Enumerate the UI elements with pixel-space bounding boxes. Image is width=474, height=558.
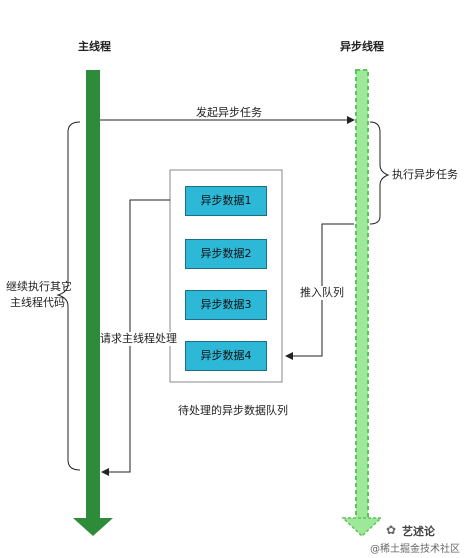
main-thread-title: 主线程 — [78, 40, 111, 53]
exec-async-brace — [369, 121, 390, 225]
queue-item: 异步数据3 — [185, 290, 267, 320]
continue-main-label-1: 继续执行其它 — [6, 280, 72, 293]
watermark-title: 艺述论 — [402, 525, 435, 538]
main-thread-lane — [73, 70, 113, 536]
continue-main-label-2: 主线程代码 — [10, 296, 65, 309]
queue-item: 异步数据4 — [185, 341, 267, 371]
watermark-subtitle: @稀土掘金技术社区 — [370, 544, 460, 555]
exec-async-label: 执行异步任务 — [392, 168, 458, 181]
start-async-label: 发起异步任务 — [196, 106, 262, 119]
watermark-icon: ✿ — [386, 523, 397, 537]
queue-item: 异步数据2 — [185, 239, 267, 269]
main-thread-arrowhead — [73, 518, 113, 536]
continue-main-brace — [56, 121, 81, 471]
async-thread-title: 异步线程 — [340, 40, 384, 53]
push-queue-label: 推入队列 — [300, 286, 344, 300]
queue-item: 异步数据1 — [185, 186, 267, 216]
pending-queue-label: 待处理的异步数据队列 — [178, 404, 288, 417]
async-thread-lane — [341, 69, 383, 538]
async-thread-bar — [355, 69, 369, 523]
request-main-label: 请求主线程处理 — [100, 332, 177, 346]
async-thread-arrowhead — [341, 517, 383, 538]
main-thread-bar — [86, 70, 100, 522]
